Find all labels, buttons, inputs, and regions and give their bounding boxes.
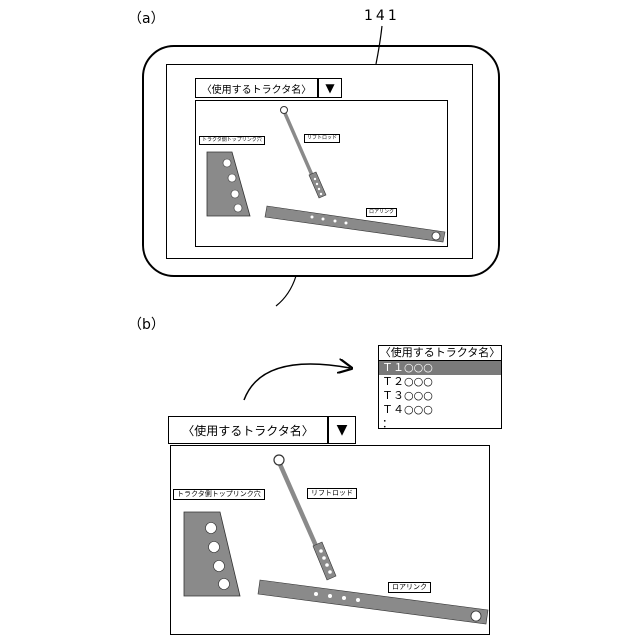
- leader-line-141: [376, 26, 382, 64]
- lift-rod-b: [274, 455, 336, 580]
- expand-arrow: [244, 364, 350, 400]
- top-link-bracket-a: [207, 152, 250, 216]
- lower-link-b: [258, 580, 488, 624]
- lower-link-a: [265, 206, 445, 242]
- leader-line-1: [276, 276, 296, 306]
- top-link-bracket-b: [184, 512, 240, 596]
- lift-rod-a: [281, 107, 327, 199]
